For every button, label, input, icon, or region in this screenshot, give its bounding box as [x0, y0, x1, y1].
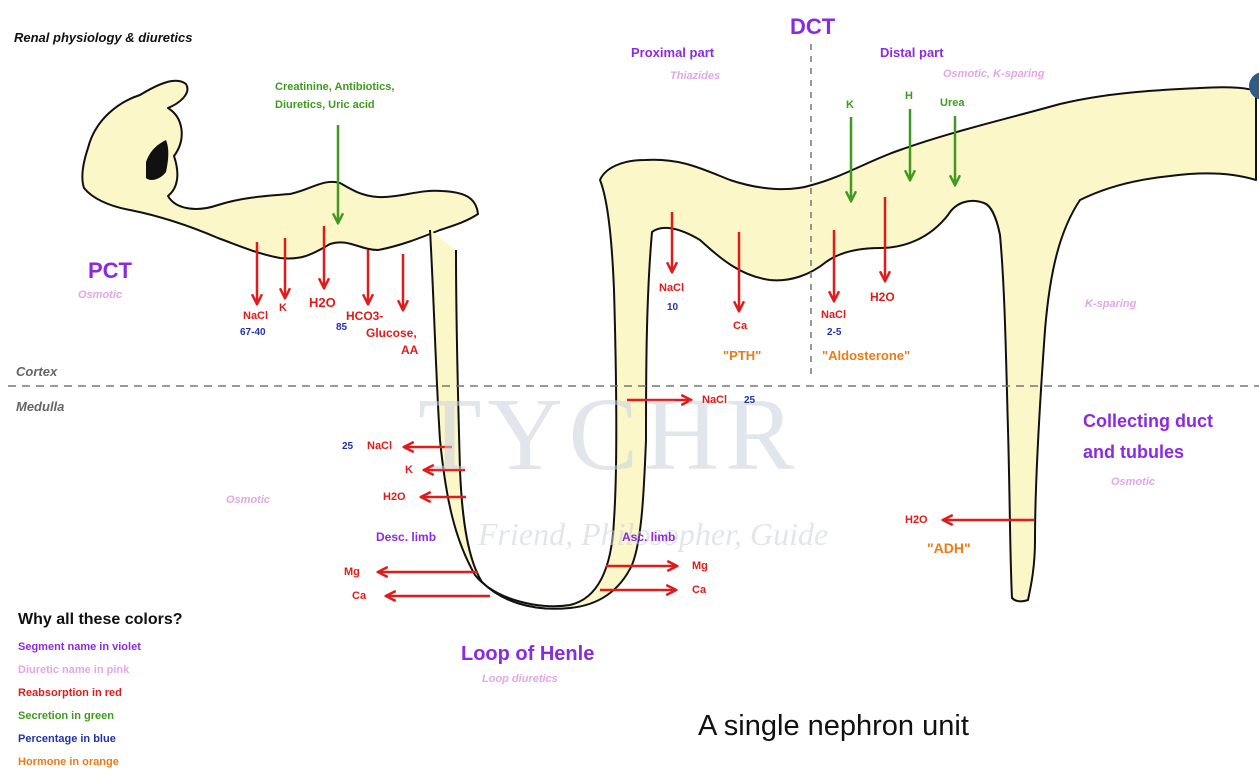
cd-diuretic: Osmotic — [1111, 476, 1155, 488]
pct-label: PCT — [88, 258, 132, 284]
desc-k: K — [405, 464, 413, 476]
dct-distal-urea: Urea — [940, 97, 964, 109]
cd-k-sparing: K-sparing — [1085, 298, 1136, 310]
legend-item: Reabsorption in red — [18, 687, 122, 699]
pct-nacl: NaCl — [243, 310, 268, 322]
dct-label: DCT — [790, 14, 835, 40]
dct-distal-diuretic: Osmotic, K-sparing — [943, 68, 1044, 80]
cd-label-line1: Collecting duct — [1083, 411, 1213, 432]
asc-limb-label: Asc. limb — [622, 530, 675, 544]
watermark-brand: TYCHR — [418, 375, 800, 494]
pct-secretion-line2: Diuretics, Uric acid — [275, 99, 375, 111]
pct-h2o-pct: 85 — [336, 322, 347, 333]
desc-mg: Mg — [344, 566, 360, 578]
pct-h2o: H2O — [309, 295, 336, 310]
dct-distal-label: Distal part — [880, 45, 944, 60]
pct-nacl-pct: 67-40 — [240, 327, 266, 338]
cortex-label: Cortex — [16, 364, 57, 379]
diagram-title: A single nephron unit — [698, 710, 969, 743]
desc-h2o: H2O — [383, 491, 406, 503]
dct-distal-h: H — [905, 90, 913, 102]
loop-label: Loop of Henle — [461, 643, 594, 666]
desc-ca: Ca — [352, 590, 366, 602]
legend-item: Secretion in green — [18, 710, 114, 722]
cd-label-line2: and tubules — [1083, 442, 1184, 463]
dct-proximal-label: Proximal part — [631, 45, 714, 60]
pct-diuretic: Osmotic — [78, 289, 122, 301]
legend-item: Segment name in violet — [18, 641, 141, 653]
pct-glucose: Glucose, — [366, 326, 417, 340]
dct-proximal-diuretic: Thiazides — [670, 70, 720, 82]
dct-proximal-nacl-pct: 10 — [667, 302, 678, 313]
legend-item: Hormone in orange — [18, 756, 119, 768]
asc-ca: Ca — [692, 584, 706, 596]
page-header: Renal physiology & diuretics — [14, 30, 192, 45]
desc-nacl-pct: 25 — [342, 441, 353, 452]
legend-item: Diuretic name in pink — [18, 664, 129, 676]
dct-distal-hormone: "Aldosterone" — [822, 348, 910, 363]
cd-h2o: H2O — [905, 514, 928, 526]
asc-mg: Mg — [692, 560, 708, 572]
asc-nacl-pct: 25 — [744, 395, 755, 406]
desc-limb-label: Desc. limb — [376, 530, 436, 544]
legend-item: Percentage in blue — [18, 733, 116, 745]
loop-diuretic: Loop diuretics — [482, 673, 558, 685]
legend-title: Why all these colors? — [18, 611, 182, 629]
cd-hormone: "ADH" — [927, 540, 971, 556]
pct-secretion-line1: Creatinine, Antibiotics, — [275, 81, 394, 93]
dct-distal-nacl: NaCl — [821, 309, 846, 321]
dct-distal-k: K — [846, 99, 854, 111]
asc-nacl: NaCl — [702, 394, 727, 406]
dct-proximal-hormone: "PTH" — [723, 348, 761, 363]
dct-proximal-nacl: NaCl — [659, 282, 684, 294]
pct-k: K — [279, 302, 287, 314]
dct-proximal-ca: Ca — [733, 320, 747, 332]
medulla-label: Medulla — [16, 399, 64, 414]
pct-aa: AA — [401, 343, 418, 357]
desc-diuretic: Osmotic — [226, 494, 270, 506]
desc-nacl: NaCl — [367, 440, 392, 452]
pct-hco3: HCO3- — [346, 309, 383, 323]
dct-distal-nacl-pct: 2-5 — [827, 327, 841, 338]
dct-distal-h2o: H2O — [870, 290, 895, 304]
